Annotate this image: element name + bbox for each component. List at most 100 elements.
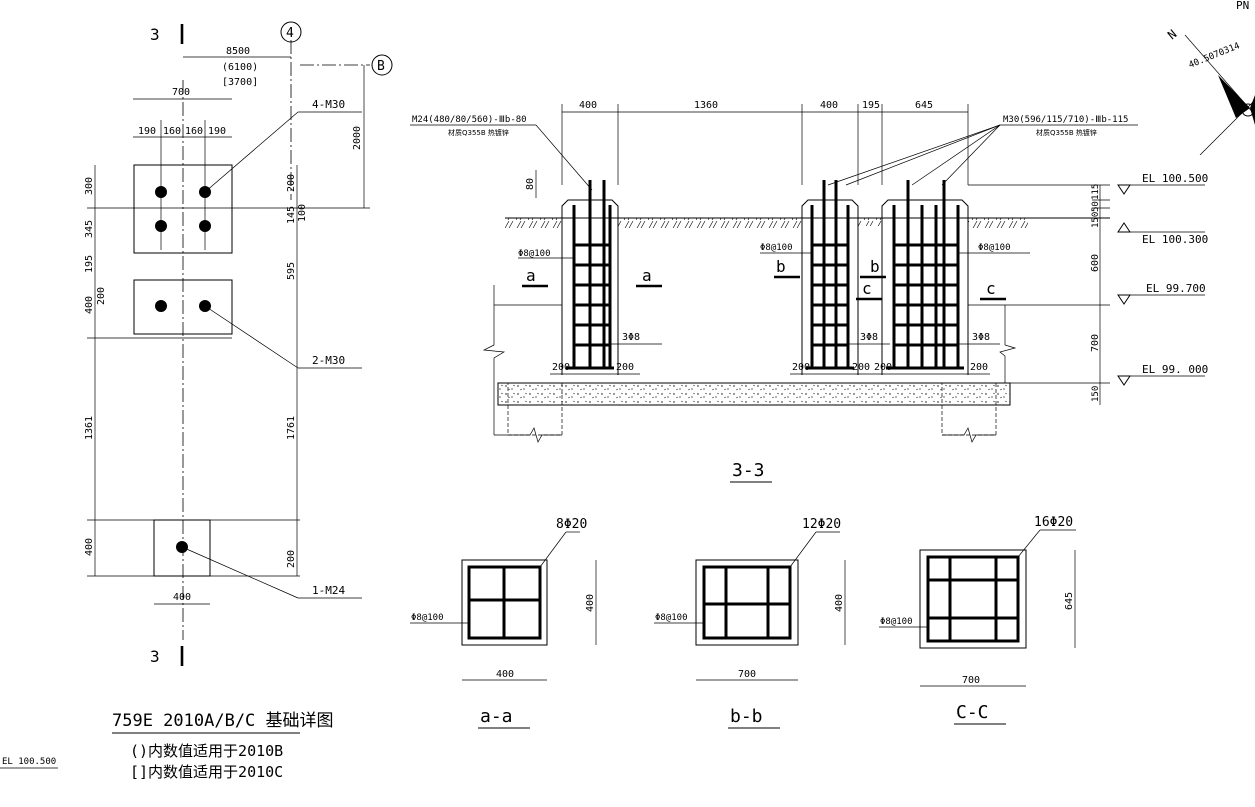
- rebar-cage-b: [806, 180, 854, 370]
- section-b-bars: 12Φ20: [802, 517, 841, 532]
- dim-r145: 145: [286, 206, 297, 224]
- el-99700: EL 99.700: [1146, 282, 1206, 295]
- grid-label-4: 4: [286, 26, 294, 41]
- dim-400b: 400: [820, 100, 838, 111]
- section-b-stirrup: Φ8@100: [655, 613, 688, 623]
- section-3-3-title: 3-3: [732, 460, 765, 481]
- soil-hatch: [618, 218, 802, 228]
- dim-200-5: 200: [874, 362, 892, 373]
- label-2m30: 2-M30: [312, 354, 345, 367]
- dim-200-2: 200: [616, 362, 634, 373]
- section-b-width: 700: [738, 669, 756, 680]
- compass-needle: [1218, 75, 1250, 118]
- label-1m24: 1-M24: [312, 584, 345, 597]
- dim-1361: 1361: [84, 416, 95, 440]
- bars-label-b: 3Φ8: [860, 332, 878, 343]
- dim-200-3: 200: [792, 362, 810, 373]
- bolt: [155, 186, 167, 198]
- dim-r200b: 200: [286, 550, 297, 568]
- cut-a-right: a: [642, 266, 652, 285]
- rebar-cage-a: [566, 180, 614, 370]
- section-a-height: 400: [585, 594, 596, 612]
- dim-r200a: 200: [286, 174, 297, 192]
- dim-400a: 400: [579, 100, 597, 111]
- section-b-b: 12Φ20 Φ8@100 700 400 b-b: [654, 517, 846, 729]
- dim-195: 195: [862, 100, 880, 111]
- pedestal-c: [881, 199, 969, 375]
- section-3-3: 400 1360 400 195 645 M24(480/80/560)-Ⅲb-…: [410, 100, 1208, 483]
- dim-3700: [3700]: [222, 77, 258, 88]
- north-arrow: PN N 40.5070314: [1165, 0, 1255, 156]
- dim-8500: 8500: [226, 46, 250, 57]
- plan-view: 3 3 4 B 8500 (6100) [3700] 700 190 160 1…: [0, 21, 393, 781]
- el-marker: [1117, 184, 1131, 195]
- section-mark-top: 3: [150, 25, 160, 44]
- pedestal-2m30: [133, 279, 233, 335]
- dim-200-6: 200: [970, 362, 988, 373]
- dim-400a: 400: [84, 296, 95, 314]
- cut-b-right: b: [870, 257, 880, 276]
- section-mark-bottom: 3: [150, 647, 160, 666]
- cut-c-right: c: [986, 279, 996, 298]
- section-c-height: 645: [1064, 592, 1075, 610]
- dim-190b: 190: [208, 126, 226, 137]
- section-c-stirrup: Φ8@100: [880, 617, 913, 627]
- section-b-height: 400: [834, 594, 845, 612]
- el-bottom-left: EL 100.500: [2, 757, 56, 767]
- section-a-stirrup: Φ8@100: [411, 613, 444, 623]
- drawing-title: 759E 2010A/B/C 基础详图: [112, 711, 334, 731]
- section-a-a: 8Φ20 Φ8@100 400 400 a-a: [410, 517, 597, 729]
- dim-r1761: 1761: [286, 416, 297, 440]
- dim-r100: 100: [297, 204, 308, 222]
- el-99000: EL 99. 000: [1142, 363, 1208, 376]
- cut-a-left: a: [526, 266, 536, 285]
- bars-label-c: 3Φ8: [972, 332, 990, 343]
- el-100500: EL 100.500: [1142, 172, 1208, 185]
- stirrup-label-b: Φ8@100: [760, 243, 793, 253]
- section-a-title: a-a: [480, 706, 513, 727]
- dim-6100: (6100): [222, 62, 258, 73]
- el-100300: EL 100.300: [1142, 233, 1208, 246]
- dim-1360: 1360: [694, 100, 718, 111]
- dim-200a: 200: [96, 287, 107, 305]
- section-c-bars: 16Φ20: [1034, 515, 1073, 530]
- dim-300: 300: [84, 177, 95, 195]
- section-c-title: C-C: [956, 702, 989, 723]
- dim-700: 700: [172, 87, 190, 98]
- pedestal-b: [801, 199, 859, 375]
- bolt: [155, 300, 167, 312]
- cut-b-left: b: [776, 257, 786, 276]
- rebar-cage-c: [886, 180, 964, 370]
- cut-c-left: c: [862, 279, 872, 298]
- grid-bubble-4: [280, 21, 302, 43]
- section-c-c: 16Φ20 Φ8@100 700 645 C-C: [879, 515, 1076, 725]
- anchor-left-material: 材质Q355B 热镀锌: [448, 128, 509, 137]
- north-angle: 40.5070314: [1187, 41, 1241, 71]
- section-c-width: 700: [962, 675, 980, 686]
- dim-645: 645: [915, 100, 933, 111]
- dim-345: 345: [84, 220, 95, 238]
- dim-v50: 50: [1091, 201, 1101, 212]
- dim-bottom-400: 400: [173, 592, 191, 603]
- dim-190a: 190: [138, 126, 156, 137]
- anchor-left-label: M24(480/80/560)-Ⅲb-80: [412, 115, 527, 125]
- pedestal-4m30: [133, 164, 233, 254]
- bars-label-a: 3Φ8: [622, 332, 640, 343]
- note-2010c: []内数值适用于2010C: [130, 763, 283, 781]
- section-b-title: b-b: [730, 706, 763, 727]
- dim-200-4: 200: [852, 362, 870, 373]
- dim-195: 195: [84, 255, 95, 273]
- anchor-right-material: 材质Q355B 热镀锌: [1036, 128, 1097, 137]
- dim-200-1: 200: [552, 362, 570, 373]
- bolt: [155, 220, 167, 232]
- dim-2000: 2000: [352, 126, 363, 150]
- dim-160a: 160: [163, 126, 181, 137]
- north-label: N: [1165, 27, 1180, 42]
- section-a-bars: 8Φ20: [556, 517, 587, 532]
- dim-80: 80: [525, 178, 536, 190]
- bolt: [199, 220, 211, 232]
- dim-160b: 160: [185, 126, 203, 137]
- footing-pile-left: [507, 382, 563, 436]
- grid-bubble-b: [371, 54, 393, 76]
